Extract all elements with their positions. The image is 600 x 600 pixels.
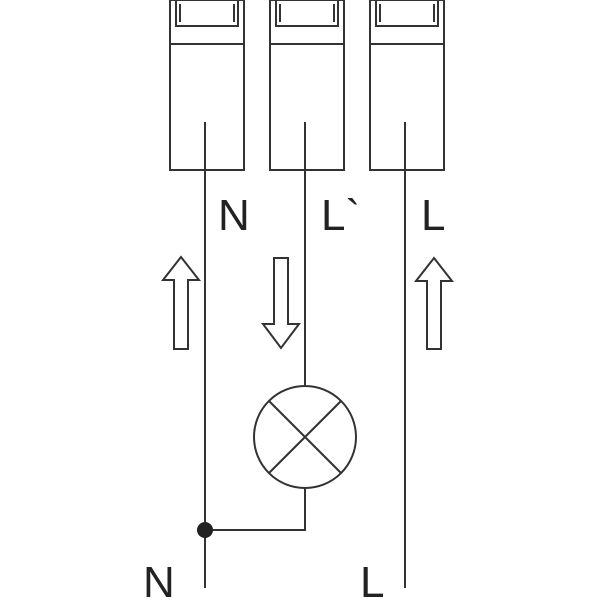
supply-label-n: N <box>143 558 175 600</box>
terminal-label-l: L <box>421 191 445 240</box>
terminal-block-l <box>369 0 445 171</box>
junction-dot <box>197 522 213 538</box>
wire-switched-live-lower <box>205 486 306 531</box>
terminal-block-l-switched <box>269 0 345 171</box>
terminal-label-n: N <box>218 191 250 240</box>
supply-label-l: L <box>360 558 384 600</box>
lamp-symbol <box>253 385 357 489</box>
arrow-up-icon <box>160 255 202 350</box>
arrow-up-icon <box>413 256 455 350</box>
terminal-label-l-switched: L` <box>321 191 360 240</box>
arrow-down-icon <box>261 257 301 350</box>
terminal-block-n <box>169 0 245 171</box>
